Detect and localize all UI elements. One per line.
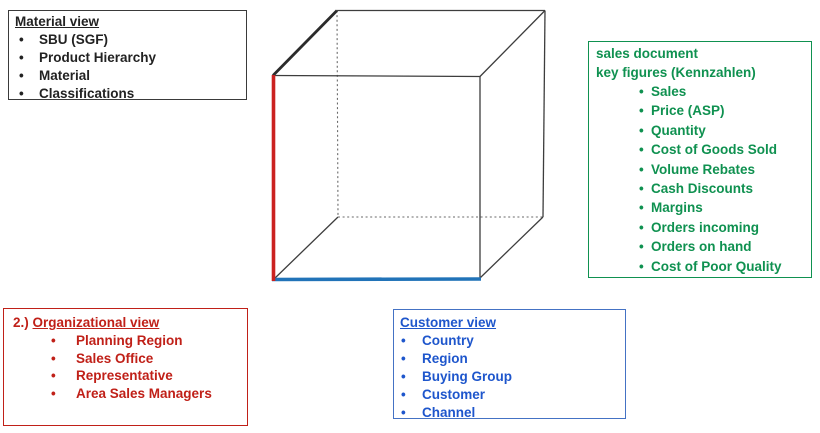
- list-item: Sales Office: [13, 350, 245, 368]
- customer-view-box: Customer view CountryRegionBuying GroupC…: [393, 309, 626, 422]
- cube-edge-back-left-hidden: [336, 10, 339, 218]
- customer-view-title: Customer view: [400, 315, 497, 330]
- list-item: Sales: [596, 82, 809, 102]
- material-view-title: Material view: [15, 14, 100, 29]
- list-item: Classifications: [15, 85, 242, 103]
- organizational-view-box: 2.) Organizational view Planning RegionS…: [3, 308, 248, 426]
- list-item: Planning Region: [13, 332, 245, 350]
- cube-edge-top-right-diagonal: [479, 10, 546, 77]
- cube-edge-back-right: [542, 10, 546, 218]
- cube-edge-bottom-left-diagonal: [272, 216, 339, 281]
- list-item: Cost of Poor Quality: [596, 257, 809, 277]
- sales-key-figures-box: sales document key figures (Kennzahlen) …: [588, 41, 812, 278]
- list-item: Cost of Goods Sold: [596, 140, 809, 160]
- cube-edge-bottom-right-diagonal: [479, 216, 544, 279]
- list-item: Product Hierarchy: [15, 49, 242, 67]
- list-item: Volume Rebates: [596, 160, 809, 180]
- list-item: Area Sales Managers: [13, 385, 245, 403]
- cube-edge-front-bottom-customer-axis: [271, 277, 482, 282]
- sales-key-figures-title-line2: key figures (Kennzahlen): [596, 64, 756, 80]
- list-item: Channel: [400, 404, 623, 422]
- organizational-view-list: Planning RegionSales OfficeRepresentativ…: [13, 332, 245, 402]
- cube-edge-top-left-diagonal-material-axis: [272, 9, 338, 77]
- list-item: Material: [15, 67, 242, 85]
- list-item: SBU (SGF): [15, 31, 242, 49]
- organizational-view-number: 2.): [13, 315, 29, 330]
- list-item: Region: [400, 350, 623, 368]
- list-item: Quantity: [596, 121, 809, 141]
- list-item: Orders on hand: [596, 237, 809, 257]
- list-item: Buying Group: [400, 368, 623, 386]
- list-item: Customer: [400, 386, 623, 404]
- list-item: Margins: [596, 198, 809, 218]
- material-view-box: Material view SBU (SGF)Product Hierarchy…: [8, 10, 247, 103]
- customer-view-list: CountryRegionBuying GroupCustomerChannel: [400, 332, 623, 422]
- sales-key-figures-title-line1: sales document: [596, 46, 699, 61]
- list-item: Representative: [13, 367, 245, 385]
- cube-edge-front-top: [272, 74, 481, 78]
- sales-key-figures-list: SalesPrice (ASP)QuantityCost of Goods So…: [596, 82, 809, 276]
- organizational-view-title: 2.) Organizational view: [13, 314, 245, 332]
- organizational-view-title-text: Organizational view: [32, 315, 160, 330]
- material-view-list: SBU (SGF)Product HierarchyMaterialClassi…: [15, 31, 242, 103]
- list-item: Orders incoming: [596, 218, 809, 238]
- list-item: Price (ASP): [596, 101, 809, 121]
- list-item: Cash Discounts: [596, 179, 809, 199]
- list-item: Country: [400, 332, 623, 350]
